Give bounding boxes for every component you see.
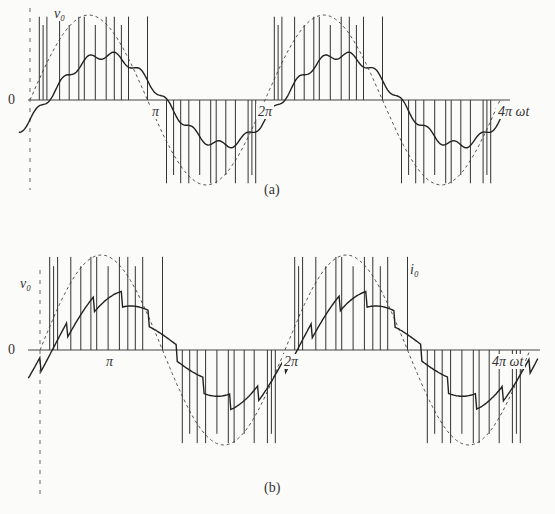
- voltage-envelope: [40, 255, 530, 445]
- axis-label: π: [104, 354, 115, 369]
- voltage-envelope: [30, 15, 500, 185]
- axis-label: 4π ωt: [496, 104, 531, 119]
- axis-label: 4π ωt: [490, 354, 525, 369]
- panel-caption: (b): [262, 480, 282, 495]
- panel-caption: (a): [262, 182, 282, 197]
- axis-label: 2π: [256, 104, 274, 119]
- axis-lines: [28, 8, 540, 500]
- axis-label: π: [150, 104, 161, 119]
- axis-label: v₀: [52, 6, 67, 21]
- axis-label: 2π: [282, 354, 300, 369]
- pwm-pulses: [39, 17, 490, 184]
- axis-label: 0: [6, 342, 17, 357]
- current-wave: [28, 291, 538, 409]
- axis-label: i₀: [408, 262, 421, 277]
- axis-label: 0: [6, 92, 17, 107]
- axis-label: v₀: [18, 276, 33, 291]
- pwm-pulses: [50, 257, 521, 443]
- current-wave: [19, 52, 508, 148]
